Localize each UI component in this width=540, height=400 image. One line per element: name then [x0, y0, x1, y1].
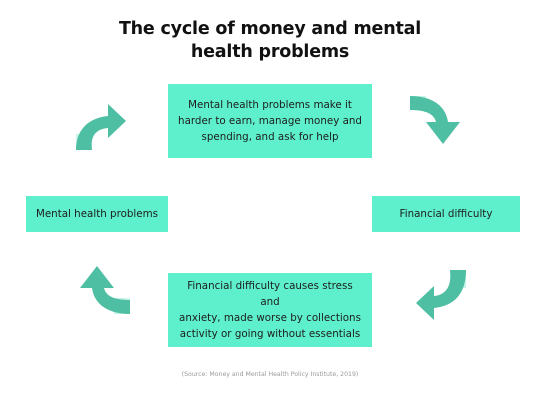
node-top-line-1: Mental health problems make it	[188, 99, 352, 111]
node-bottom: Financial difficulty causes stress and a…	[168, 273, 372, 347]
node-left-label: Mental health problems	[35, 208, 159, 220]
arrow-body	[80, 266, 130, 314]
node-bottom-line-3: activity or going without essentials	[179, 328, 361, 340]
curved-arrow-icon	[76, 104, 126, 150]
arrow-body	[410, 96, 460, 144]
node-top-line-2: harder to earn, manage money and	[178, 115, 362, 127]
title-line-1: The cycle of money and mental	[118, 19, 422, 39]
title-line-2: health problems	[190, 42, 350, 62]
node-bottom-line-2: anxiety, made worse by collections	[179, 312, 361, 324]
node-bottom-line-1: Financial difficulty causes stress and	[187, 280, 353, 308]
arrow-body	[76, 104, 126, 150]
curved-arrow-icon	[410, 96, 460, 144]
node-left: Mental health problems	[26, 196, 168, 232]
arrow-body	[416, 270, 466, 320]
diagram-title: The cycle of money and mental health pro…	[0, 18, 540, 64]
curved-arrow-icon	[416, 270, 466, 320]
node-right: Financial difficulty	[372, 196, 520, 232]
node-right-label: Financial difficulty	[399, 208, 493, 220]
curved-arrow-icon	[80, 266, 130, 314]
node-top: Mental health problems make it harder to…	[168, 84, 372, 158]
source-note: (Source: Money and Mental Health Policy …	[181, 371, 359, 378]
node-top-line-3: spending, and ask for help	[201, 131, 339, 143]
